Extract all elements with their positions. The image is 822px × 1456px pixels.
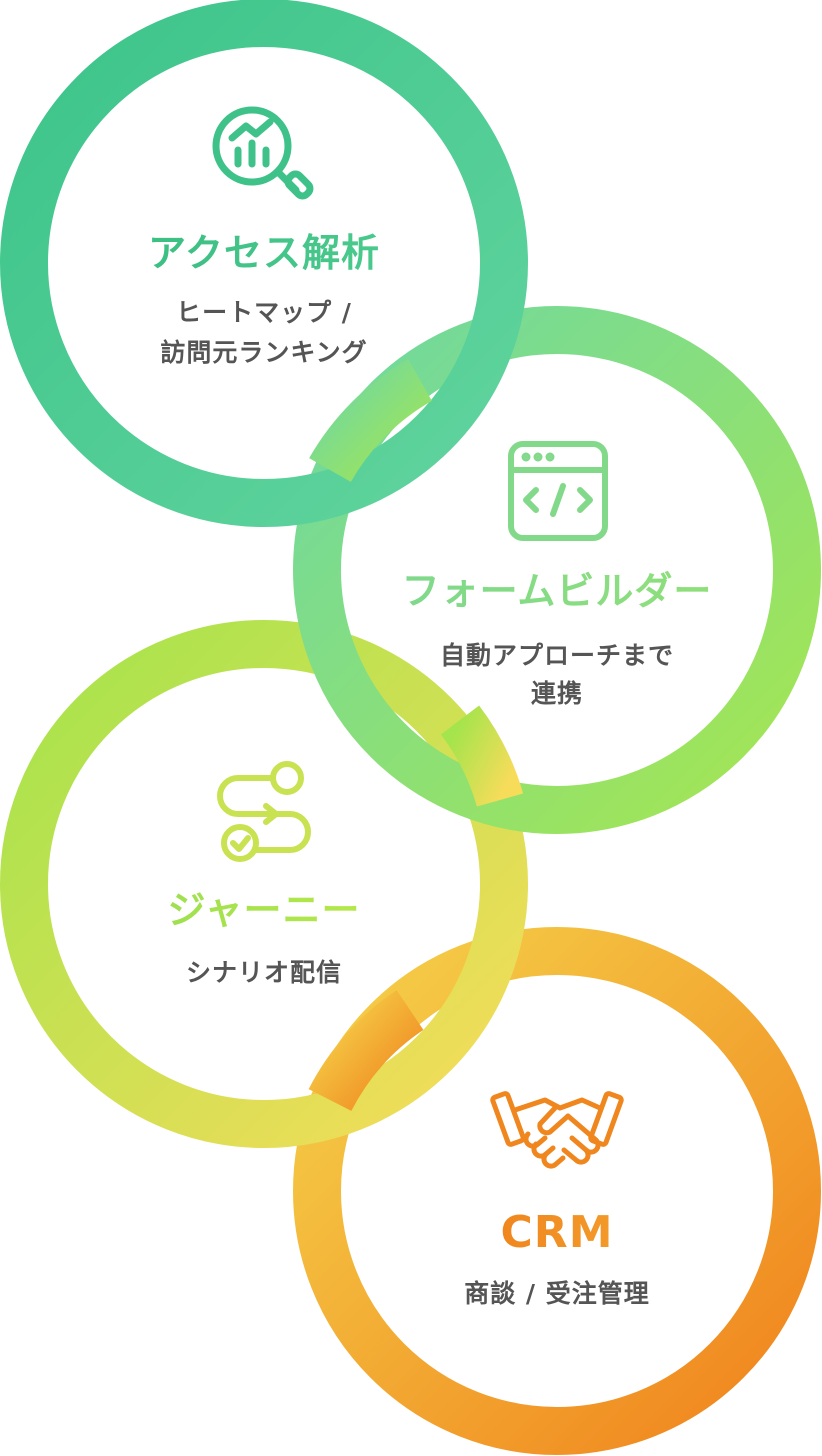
ring-journey-overlap-segment — [440, 705, 524, 808]
access-desc-line2: 訪問元ランキング — [160, 338, 367, 367]
access-desc-line1: ヒートマップ / — [176, 298, 352, 327]
form-desc-line1: 自動アプローチまで — [440, 641, 674, 670]
access-title: アクセス解析 — [148, 231, 380, 275]
ring-form — [293, 306, 821, 834]
ring-journey — [0, 620, 528, 1148]
code-window-icon — [508, 441, 608, 541]
form-desc-line2: 連携 — [531, 679, 583, 708]
analytics-search-icon — [212, 106, 314, 200]
ring-crm — [293, 927, 821, 1455]
handshake-icon — [490, 1091, 624, 1169]
journey-path-icon — [217, 761, 311, 862]
ring-form-overlap-segment — [309, 359, 433, 483]
crm-desc-line1: 商談 / 受注管理 — [464, 1279, 650, 1308]
journey-desc-line1: シナリオ配信 — [186, 958, 342, 987]
ring-access — [0, 0, 528, 527]
crm-title: CRM — [501, 1207, 614, 1258]
journey-title: ジャーニー — [167, 888, 360, 932]
form-title: フォームビルダー — [402, 569, 713, 613]
ring-crm-overlap-segment — [308, 990, 424, 1112]
